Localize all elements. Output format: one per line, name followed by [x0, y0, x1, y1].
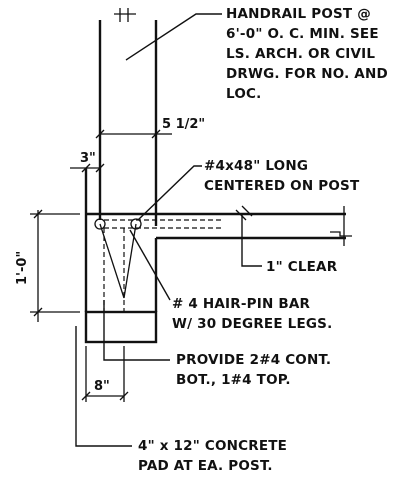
callout-pad-line2: PAD AT EA. POST.: [138, 458, 273, 474]
callout-handrail-post: HANDRAIL POST @ 6'-0" O. C. MIN. SEE LS.…: [125, 6, 388, 102]
callout-rebar-long-line1: #4x48" LONG: [204, 158, 308, 174]
callout-handrail-post-line5: LOC.: [226, 86, 261, 102]
dim-pad-width: 8": [81, 346, 129, 402]
callout-clear: 1" CLEAR: [235, 205, 338, 275]
callout-hairpin: # 4 HAIR-PIN BAR W/ 30 DEGREE LEGS.: [129, 229, 332, 332]
dim-height-text: 1'-0": [15, 251, 30, 285]
callout-handrail-post-line1: HANDRAIL POST @: [226, 6, 371, 22]
callout-cont-bars: PROVIDE 2#4 CONT. BOT., 1#4 TOP.: [103, 300, 331, 388]
callout-pad: 4" x 12" CONCRETE PAD AT EA. POST.: [75, 326, 287, 474]
callout-cont-bars-line1: PROVIDE 2#4 CONT.: [176, 352, 331, 368]
concrete-pad: [84, 310, 158, 344]
callout-handrail-post-line2: 6'-0" O. C. MIN. SEE: [226, 26, 379, 42]
handrail-post: [98, 8, 158, 226]
dim-height: 1'-0": [15, 209, 80, 322]
callout-hairpin-line2: W/ 30 DEGREE LEGS.: [172, 316, 332, 332]
rebar-top-center: [130, 218, 142, 230]
callout-handrail-post-line3: LS. ARCH. OR CIVIL: [226, 46, 375, 62]
callout-cont-bars-line2: BOT., 1#4 TOP.: [176, 372, 291, 388]
rebar-top-left: [94, 218, 106, 230]
callout-rebar-long: #4x48" LONG CENTERED ON POST: [137, 158, 360, 221]
callout-pad-line1: 4" x 12" CONCRETE: [138, 438, 287, 454]
dim-post-offset: 3": [70, 151, 105, 173]
dim-pad-width-text: 8": [94, 379, 110, 394]
dim-post-offset-text: 3": [80, 151, 96, 166]
dim-post-width-text: 5 1/2": [162, 117, 205, 132]
callout-rebar-long-line2: CENTERED ON POST: [204, 178, 360, 194]
callout-clear-text: 1" CLEAR: [266, 259, 338, 275]
callout-handrail-post-line4: DRWG. FOR NO. AND: [226, 66, 388, 82]
dim-post-width: 5 1/2": [95, 117, 205, 139]
callout-hairpin-line1: # 4 HAIR-PIN BAR: [172, 296, 311, 312]
